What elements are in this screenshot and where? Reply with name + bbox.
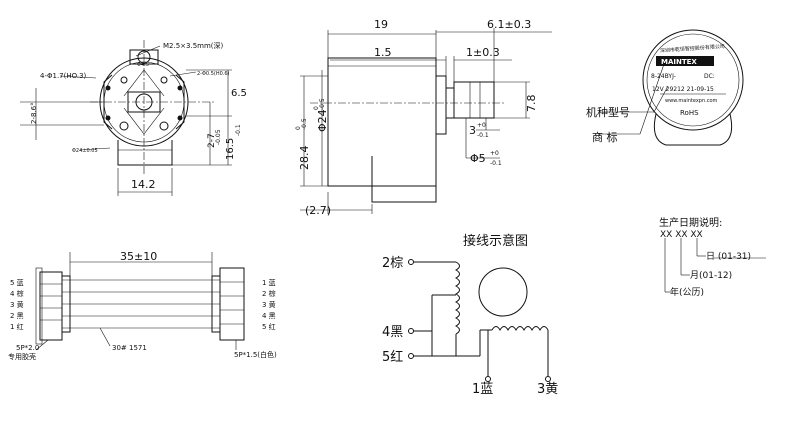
side-shaft-len: 6.1±0.3 — [487, 18, 531, 31]
date-month: 月(01-12) — [690, 270, 732, 281]
side-bottom-offset: (2.7) — [305, 204, 331, 217]
wiring-black: 4黑 — [382, 325, 403, 340]
right-pin: 3 黄 — [262, 300, 276, 309]
front-dim-16-5: 16.5 — [225, 138, 236, 160]
wiring-red: 5红 — [382, 349, 403, 365]
date-note — [664, 238, 766, 293]
left-pin: 1 红 — [10, 322, 24, 331]
left-pin: 4 棕 — [10, 289, 24, 298]
side-height-tol-plus: 0 — [295, 126, 302, 130]
side-length: 19 — [374, 18, 388, 31]
label-brand: MAINTEX — [661, 58, 697, 66]
front-hole-note: M2.5×3.5mm(深) — [163, 41, 224, 50]
callout-brand: 商 标 — [592, 130, 618, 144]
front-width: 14.2 — [131, 178, 156, 191]
front-pitch-circle: Φ24±0.05 — [72, 148, 98, 154]
side-shaft5: Φ5 — [470, 152, 486, 165]
side-shaft3-tol-plus: +0 — [477, 122, 486, 129]
front-mount-holes: 4-Φ1.7(HO.3) — [40, 72, 87, 80]
side-flat: 7.8 — [525, 95, 538, 113]
callout-model: 机种型号 — [586, 105, 630, 119]
left-pin: 5 蓝 — [10, 278, 24, 287]
front-dim-16-5-tol: -0.1 — [235, 124, 242, 136]
cable-length: 35±10 — [120, 250, 157, 263]
side-flange: 1.5 — [374, 46, 392, 59]
wiring-brown: 2棕 — [382, 256, 403, 271]
cable-view — [35, 252, 245, 351]
cable-left-pins: 5 蓝 4 棕 3 黄 2 黑 1 红 — [10, 278, 24, 331]
front-top-small: Φ4.5 — [137, 62, 149, 68]
side-view — [300, 28, 552, 214]
side-dia: Φ24 — [316, 109, 329, 132]
cable-right-connector: 5P*1.5(白色) — [234, 350, 277, 359]
wiring-title: 接线示意图 — [463, 233, 528, 249]
side-shaft5-tol: -0.1 — [490, 160, 502, 167]
cable-left-connector-note: 专用胶壳 — [8, 352, 36, 361]
front-side-left: 2-8.6° — [30, 102, 38, 124]
side-height-tol: -0.5 — [301, 118, 308, 130]
date-year: 年(公历) — [670, 286, 704, 298]
label-dc: DC: — [704, 73, 715, 80]
left-pin: 2 黑 — [10, 312, 24, 320]
side-shaft3-tol: -0.1 — [477, 132, 489, 139]
label-rohs: RoHS — [680, 109, 699, 117]
right-pin: 1 蓝 — [262, 278, 276, 287]
cable-left-connector: 5P*2.0 — [16, 344, 39, 352]
side-shaft3: 3 — [469, 124, 476, 137]
right-pin: 4 黑 — [262, 312, 276, 320]
side-shaft5-tol-plus: +0 — [490, 150, 499, 157]
label-website: www.maintexpn.com — [665, 98, 718, 104]
date-day: 日 (01-31) — [706, 251, 751, 262]
side-dia-tol: -0.5 — [319, 98, 326, 110]
side-shaft-step: 1±0.3 — [466, 46, 500, 59]
wiring-blue: 1蓝 — [472, 382, 493, 397]
front-dim-2-7: 2-7 — [207, 133, 217, 148]
label-brand-box — [656, 56, 714, 66]
front-dim-2-7-tol: -0.05 — [215, 129, 222, 145]
cable-wire-spec: 30# 1571 — [112, 344, 147, 352]
label-voltage: 12V 29212 21-09-15 — [652, 86, 714, 93]
wiring-diagram — [408, 259, 551, 382]
date-code: XX XX XX — [660, 230, 703, 240]
left-pin: 3 黄 — [10, 300, 24, 309]
label-model: 8-24BYJ- — [651, 73, 676, 80]
label-company: 深圳市乾恒智控股份有限公司 — [660, 43, 725, 55]
front-small-note: 2-Φ0.5(H0.6) — [197, 71, 230, 77]
side-dia-tol-plus: 0 — [313, 106, 320, 110]
wiring-yellow: 3黄 — [537, 382, 558, 397]
cable-right-pins: 1 蓝 2 棕 3 黄 4 黑 5 红 — [262, 278, 276, 331]
label-view — [598, 29, 744, 146]
front-dim-6-5: 6.5 — [231, 88, 247, 99]
front-view — [20, 40, 232, 196]
side-height: 28.4 — [298, 146, 311, 171]
date-title: 生产日期说明: — [659, 216, 722, 229]
right-pin: 5 红 — [262, 322, 276, 331]
right-pin: 2 棕 — [262, 289, 276, 298]
